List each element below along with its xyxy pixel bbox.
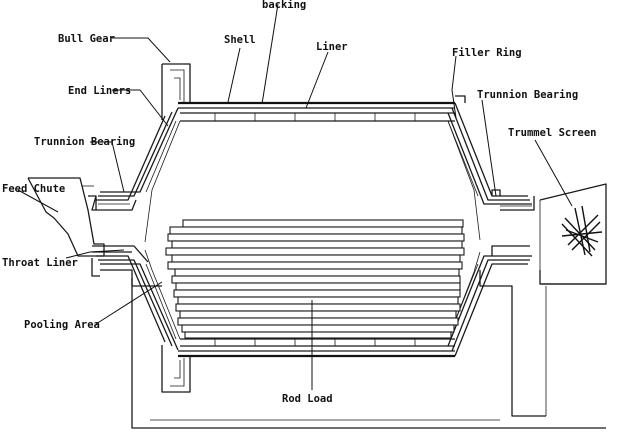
label-bull-gear: Bull Gear bbox=[58, 33, 115, 45]
trommel-screen bbox=[539, 183, 607, 285]
label-trommel-screen: Trummel Screen bbox=[508, 127, 597, 139]
label-backing: backing bbox=[262, 0, 306, 11]
left-head bbox=[91, 63, 191, 393]
label-rod-load: Rod Load bbox=[282, 393, 333, 405]
labels: backing Bull Gear Shell Liner Filler Rin… bbox=[2, 0, 597, 405]
mill-shell bbox=[178, 101, 455, 358]
rod-load bbox=[165, 219, 465, 339]
label-filler-ring: Filler Ring bbox=[452, 47, 522, 59]
label-pooling-area: Pooling Area bbox=[24, 319, 100, 331]
label-feed-chute: Feed Chute bbox=[2, 183, 65, 195]
feed-chute bbox=[27, 177, 105, 257]
label-shell: Shell bbox=[224, 34, 256, 46]
label-throat-liner: Throat Liner bbox=[2, 257, 78, 269]
label-trunnion-bearing-left: Trunnion Bearing bbox=[34, 136, 135, 148]
leader-lines bbox=[17, 3, 573, 390]
label-end-liners: End Liners bbox=[68, 85, 131, 97]
label-trunnion-bearing-right: Trunnion Bearing bbox=[477, 89, 578, 101]
right-head bbox=[447, 95, 535, 357]
label-liner: Liner bbox=[316, 41, 348, 53]
